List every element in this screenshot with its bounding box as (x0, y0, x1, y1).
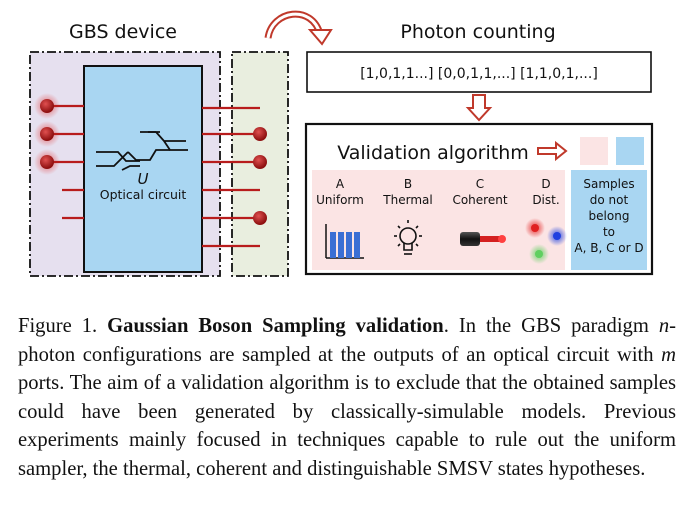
caption-text: -photon configurations are sampled at th… (18, 315, 676, 366)
detector-click-dot (253, 211, 267, 225)
light-bulb-icon (394, 220, 422, 255)
unitary-symbol: U (138, 170, 149, 188)
beam-splitter-network-icon (96, 131, 188, 171)
right-arrow-icon (537, 140, 568, 162)
laser-icon (460, 232, 506, 246)
photon-counting-box (306, 51, 652, 93)
gbs-figure: GBS device U Optical circuit (29, 10, 654, 277)
samples-line: do not (590, 193, 629, 207)
validation-title: Validation algorithm (337, 142, 529, 164)
optical-circuit-box (83, 65, 203, 273)
caption-title: Gaussian Boson Sampling validation (107, 315, 444, 337)
input-photon-dot (40, 155, 54, 169)
colored-dots-icon (525, 218, 567, 264)
down-arrow-icon (465, 94, 493, 122)
figure-label: Figure 1. (18, 315, 98, 337)
hypothesis-letter: D (541, 177, 550, 191)
input-ports (34, 93, 84, 220)
curved-arrow-icon (264, 10, 333, 46)
samples-line: A, B, C or D (574, 241, 643, 255)
input-photon-dot (40, 99, 54, 113)
samples-line: to (603, 225, 615, 239)
hypothesis-letter: A (336, 177, 345, 191)
figure-caption: Figure 1. Gaussian Boson Sampling valida… (18, 312, 676, 484)
samples-line: Samples (583, 177, 634, 191)
hypothesis-name: Coherent (452, 193, 507, 207)
bar-chart-icon (325, 224, 364, 259)
output-ports (202, 106, 267, 248)
hypothesis-name: Dist. (532, 193, 559, 207)
detector-click-dot (253, 127, 267, 141)
photon-sequences: [1,0,1,1...] [0,0,1,1,...] [1,1,0,1,...] (360, 66, 598, 82)
samples-panel (571, 170, 647, 270)
pink-legend-square (580, 137, 608, 165)
optical-circuit-label: Optical circuit (100, 187, 187, 202)
hypothesis-letter: B (404, 177, 412, 191)
hypothesis-letter: C (476, 177, 484, 191)
math-symbol-m: m (661, 343, 676, 366)
hypothesis-name: Thermal (382, 193, 432, 207)
input-photon-dot (40, 127, 54, 141)
caption-text: . In the GBS paradigm (443, 315, 659, 337)
hypothesis-name: Uniform (316, 193, 364, 207)
caption-text: ports. The aim of a validation algorithm… (18, 372, 676, 480)
blue-legend-square (616, 137, 644, 165)
detector-click-dot (253, 155, 267, 169)
math-symbol-n: n (658, 315, 670, 337)
photon-counting-label: Photon counting (400, 21, 555, 43)
gbs-device-label: GBS device (69, 21, 177, 43)
samples-line: belong (589, 209, 630, 223)
